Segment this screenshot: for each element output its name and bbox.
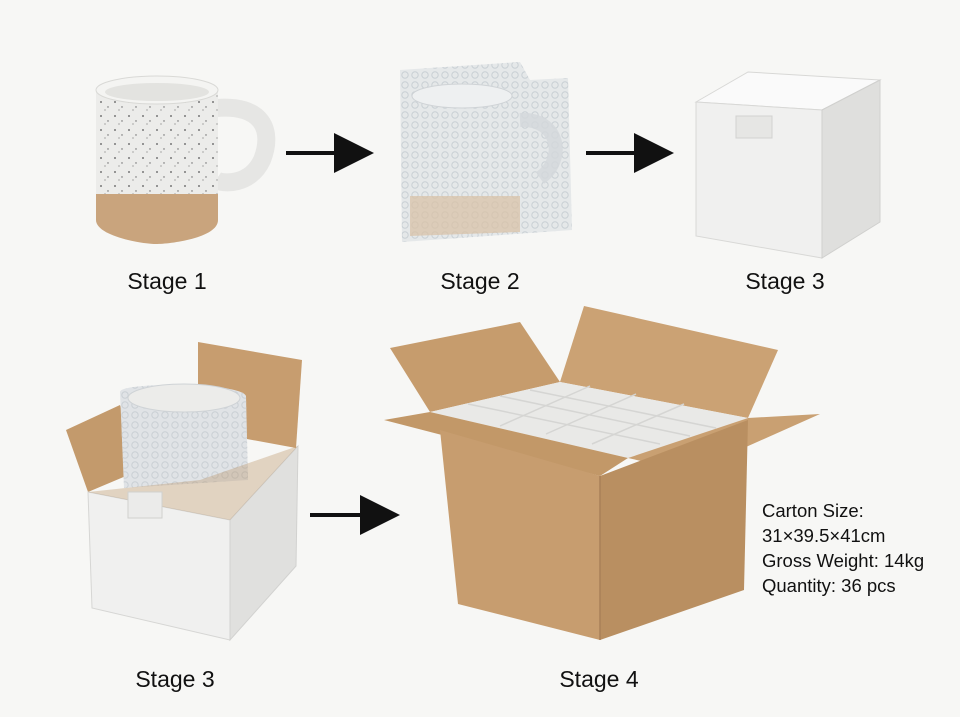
bubble-wrapped-mug-image: [400, 62, 572, 242]
packed-white-boxes: [467, 385, 717, 445]
shipping-carton-image: [384, 306, 820, 640]
carton-specifications: Carton Size: 31×39.5×41cm Gross Weight: …: [762, 498, 924, 598]
speckled-mug-image: [95, 75, 276, 244]
stage-3-top-label: Stage 3: [745, 268, 824, 294]
carton-size-heading: Carton Size:: [762, 500, 864, 521]
gross-weight: Gross Weight: 14kg: [762, 550, 925, 571]
stage-1-label: Stage 1: [127, 268, 206, 294]
stage-4-label: Stage 4: [559, 666, 638, 692]
closed-white-box-image: [694, 71, 882, 259]
open-white-box-with-mug-image: [66, 342, 302, 642]
stage-3-bottom-label: Stage 3: [135, 666, 214, 692]
stage-2-label: Stage 2: [440, 268, 519, 294]
carton-dimensions: 31×39.5×41cm: [762, 525, 886, 546]
quantity: Quantity: 36 pcs: [762, 575, 896, 596]
